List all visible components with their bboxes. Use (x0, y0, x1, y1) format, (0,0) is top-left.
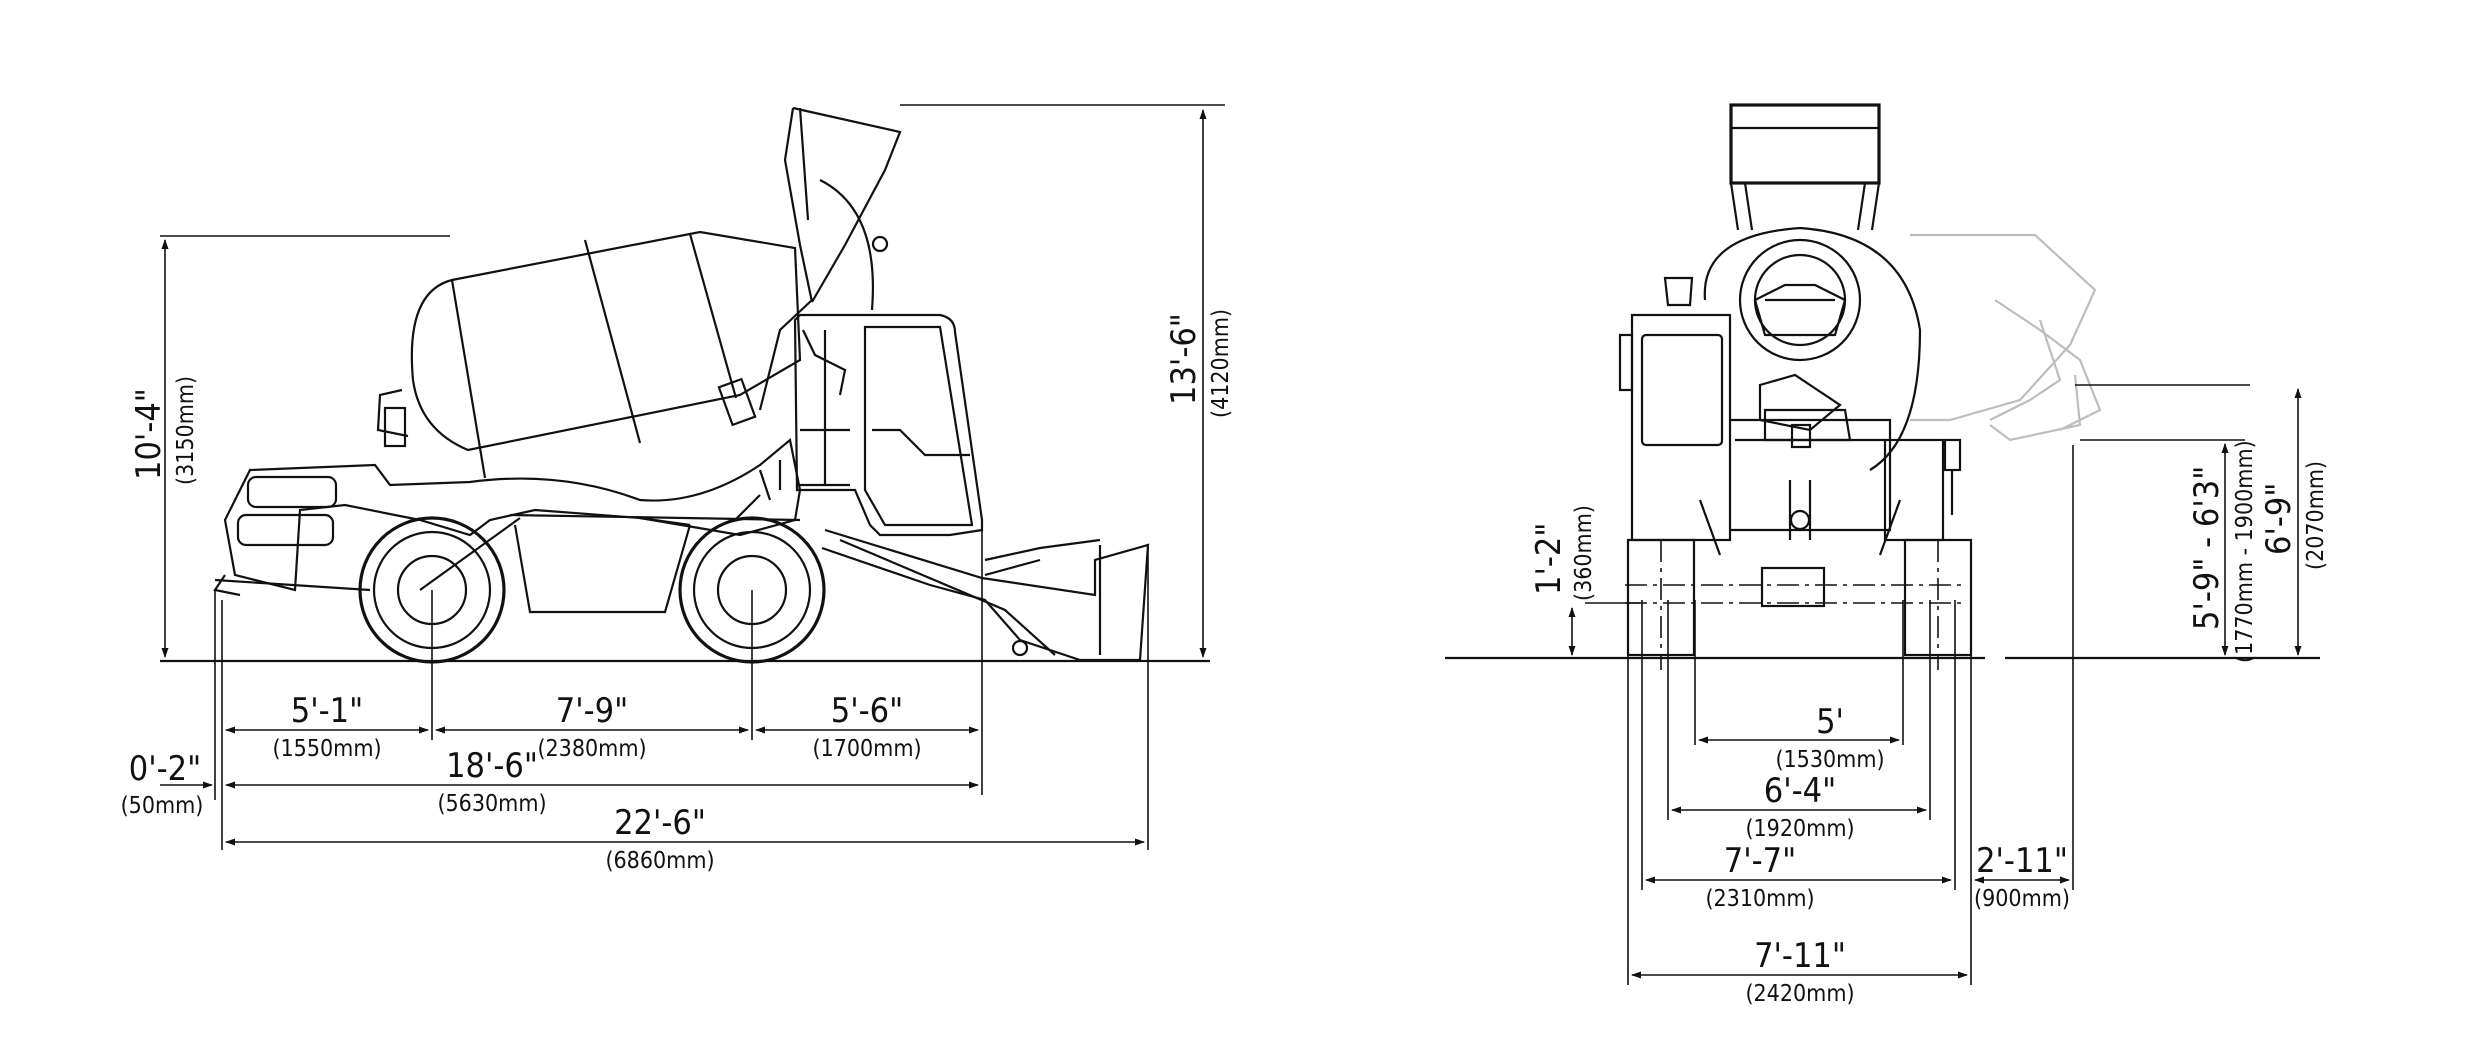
dim-ground-clearance: 0'-2" (50mm) (121, 749, 213, 819)
discharge-height-imperial: 5'-9" - 6'3" (2187, 466, 2227, 630)
front-axle (1625, 480, 1965, 608)
dim-wheel-outer: 6'-4" (1920mm) (1671, 771, 1927, 842)
side-view: 10'-4" (3150mm) 13'-6" (4120mm) 5'-1" (1… (121, 104, 1234, 874)
chassis (213, 437, 802, 614)
front-tire-left (1626, 538, 1696, 670)
hopper-low-metric: (360mm) (1571, 505, 1597, 601)
chute-height-imperial: 6'-9" (2259, 483, 2299, 555)
dim-discharge-height: 5'-9" - 6'3" (1770mm - 1900mm) (2187, 440, 2258, 663)
body-width-metric: (2310mm) (1705, 886, 1814, 912)
dim-track: 5' (1530mm) (1698, 702, 1900, 773)
dim-chute-reach: 2'-11" (900mm) (1974, 841, 2070, 912)
front-overhang-imperial: 5'-1" (291, 691, 363, 731)
rear-overhang-imperial: 5'-6" (831, 691, 903, 731)
chute-swing-ghost (1910, 233, 2102, 442)
overall-length-imperial: 22'-6" (614, 803, 706, 843)
dim-overall-width: 7'-11" (2420mm) (1631, 936, 1968, 1007)
hopper-low-imperial: 1'-2" (1529, 523, 1569, 595)
body-length-imperial: 18'-6" (446, 746, 538, 786)
wheel-outer-metric: (1920mm) (1745, 816, 1854, 842)
body-length-metric: (5630mm) (437, 791, 546, 817)
overall-width-metric: (2420mm) (1745, 981, 1854, 1007)
dim-wheelbase: 7'-9" (2380mm) (435, 691, 749, 762)
overall-width-imperial: 7'-11" (1754, 936, 1846, 976)
dim-rear-overhang: 5'-6" (1700mm) (755, 691, 979, 762)
height-mixer-imperial: 10'-4" (129, 388, 169, 480)
cab (793, 313, 984, 537)
ground-clearance-imperial: 0'-2" (129, 749, 201, 789)
overall-length-metric: (6860mm) (605, 848, 714, 874)
dim-height-mixer: 10'-4" (3150mm) (129, 235, 450, 658)
discharge-height-metric: (1770mm - 1900mm) (2232, 440, 2258, 663)
chute-reach-metric: (900mm) (1974, 886, 2070, 912)
dim-height-total: 13'-6" (4120mm) (900, 104, 1234, 658)
front-tire-right (1903, 538, 1973, 670)
body-width-imperial: 7'-7" (1724, 841, 1796, 881)
dim-hopper-low: 1'-2" (360mm) (1529, 505, 1597, 656)
rear-overhang-metric: (1700mm) (812, 736, 921, 762)
front-drum (1703, 226, 1922, 471)
height-mixer-metric: (3150mm) (173, 376, 199, 485)
ground-clearance-metric: (50mm) (121, 793, 204, 819)
chute-height-metric: (2070mm) (2303, 461, 2329, 570)
engine-grille (236, 475, 338, 547)
loader-arm (758, 106, 902, 411)
front-overhang-metric: (1550mm) (272, 736, 381, 762)
track-imperial: 5' (1816, 702, 1844, 742)
front-hopper (1729, 103, 1881, 231)
height-total-metric: (4120mm) (1208, 309, 1234, 418)
dim-overall-length: 22'-6" (6860mm) (225, 803, 1145, 874)
mixer-drum (376, 230, 802, 479)
wheel-outer-imperial: 6'-4" (1764, 771, 1836, 811)
dim-body-width: 7'-7" (2310mm) (1645, 841, 1952, 912)
front-view: 1'-2" (360mm) 5'-9" - 6'3" (1770mm - 190… (1445, 103, 2329, 1007)
front-cab (1618, 276, 1892, 542)
dim-front-overhang: 5'-1" (1550mm) (225, 691, 429, 762)
wheelbase-metric: (2380mm) (537, 736, 646, 762)
chute-reach-imperial: 2'-11" (1976, 841, 2068, 881)
wheelbase-imperial: 7'-9" (556, 691, 628, 731)
front-body-right (1883, 438, 1962, 542)
track-metric: (1530mm) (1775, 747, 1884, 773)
front-bucket (821, 528, 1150, 662)
dim-chute-height: 6'-9" (2070mm) (2259, 388, 2329, 656)
height-total-imperial: 13'-6" (1164, 313, 1204, 405)
dim-body-length: 18'-6" (5630mm) (225, 746, 979, 817)
